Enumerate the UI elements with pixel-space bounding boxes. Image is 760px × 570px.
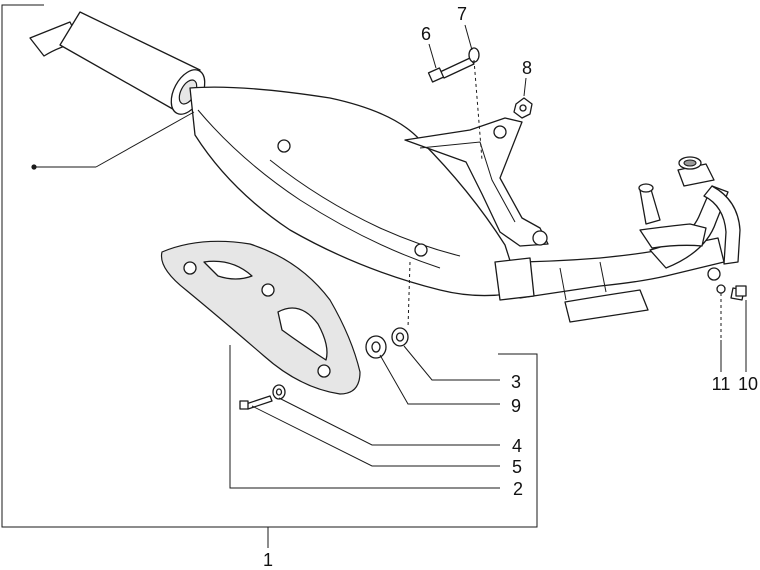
callout-11: 11 xyxy=(712,374,731,394)
heat-shield xyxy=(160,240,361,395)
reference-dot xyxy=(31,164,37,170)
callout-3: 3 xyxy=(511,372,521,392)
upper-fasteners xyxy=(427,47,533,119)
callout-4: 4 xyxy=(512,436,522,456)
spacer-parts xyxy=(239,327,409,410)
alignment-lines xyxy=(407,59,722,340)
muffler-bracket xyxy=(404,117,549,247)
callout-7: 7 xyxy=(457,4,467,24)
leader-lines xyxy=(31,24,747,489)
callout-labels: 1 2 3 4 5 6 7 8 9 10 11 xyxy=(263,4,758,570)
callout-2: 2 xyxy=(513,479,523,499)
callout-10: 10 xyxy=(738,374,758,394)
lower-fasteners xyxy=(716,284,747,301)
assembly-frame xyxy=(1,4,538,548)
callout-1: 1 xyxy=(263,550,273,570)
callout-9: 9 xyxy=(511,396,521,416)
callout-6: 6 xyxy=(421,24,431,44)
callout-8: 8 xyxy=(522,58,532,78)
callout-5: 5 xyxy=(512,457,522,477)
header-pipes xyxy=(494,156,741,323)
